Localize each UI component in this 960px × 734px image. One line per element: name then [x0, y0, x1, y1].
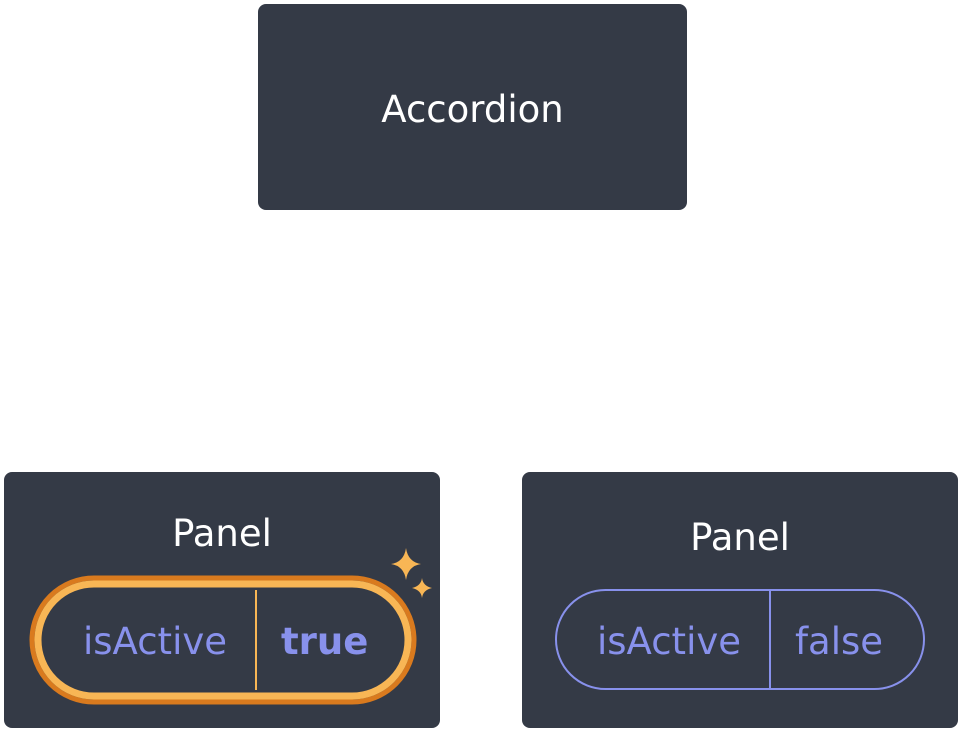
- prop-value: true: [281, 620, 369, 663]
- prop-name: isActive: [597, 620, 742, 663]
- accordion-title: Accordion: [381, 88, 564, 131]
- panel-title: Panel: [172, 512, 272, 555]
- accordion-node: Accordion: [258, 4, 687, 210]
- panel-title: Panel: [690, 516, 790, 559]
- prop-name: isActive: [83, 620, 228, 663]
- panel-node-inactive: Panel: [522, 472, 958, 728]
- prop-value: false: [795, 620, 884, 663]
- panel-node-active: Panel: [4, 472, 440, 728]
